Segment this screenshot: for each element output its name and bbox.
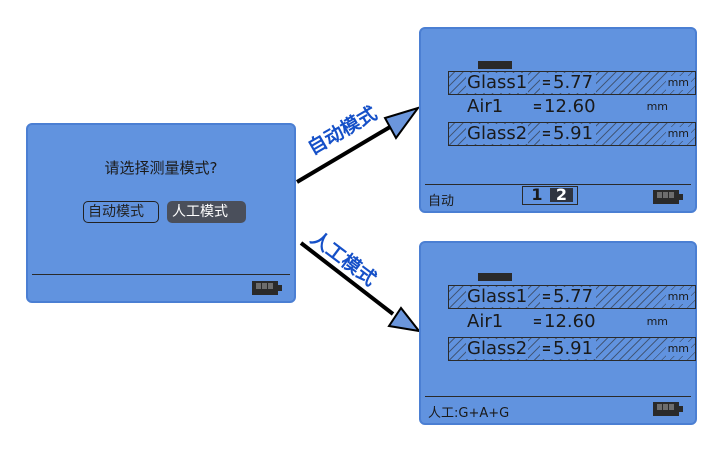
mode-select-screen: 请选择测量模式? 自动模式 人工模式: [26, 123, 296, 303]
auto-mode-button[interactable]: 自动模式: [83, 201, 159, 223]
row-unit: mm: [665, 290, 691, 304]
row-value: 5.77: [550, 287, 597, 307]
row-value: 12.60: [541, 97, 599, 117]
arrow-to-manual-head: [387, 306, 422, 333]
row-label: Air1: [466, 311, 505, 332]
page-indicator-bar: [478, 273, 512, 281]
row-value: 5.77: [550, 73, 597, 93]
measure-row: Glass1 = 5.77 mm: [448, 71, 696, 95]
row-label: Glass2: [466, 338, 529, 359]
measure-row: Air1 = 12.60 mm: [448, 96, 696, 120]
battery-icon: [252, 281, 282, 295]
row-label: Air1: [466, 96, 505, 117]
measure-row: Glass1 = 5.77 mm: [448, 285, 696, 309]
arrow-to-auto: [295, 125, 392, 184]
status-divider: [425, 396, 691, 397]
row-unit: mm: [644, 100, 670, 114]
auto-mode-screen: Glass1 = 5.77 mm Air1 = 12.60 mm Glass2 …: [419, 27, 697, 213]
mode-question: 请选择测量模式?: [104, 159, 218, 177]
row-unit: mm: [665, 127, 691, 141]
battery-icon: [653, 402, 683, 416]
measure-row: Glass2 = 5.91 mm: [448, 122, 696, 146]
row-value: 5.91: [550, 339, 597, 359]
row-unit: mm: [665, 76, 691, 90]
arrow-to-auto-head: [383, 106, 421, 140]
row-label: Glass2: [466, 123, 529, 144]
row-value: 12.60: [541, 312, 599, 332]
measure-row: Glass2 = 5.91 mm: [448, 337, 696, 361]
row-label: Glass1: [466, 286, 529, 307]
row-value: 5.91: [550, 124, 597, 144]
arrow-to-manual: [299, 241, 395, 316]
battery-icon: [653, 190, 683, 204]
status-divider: [32, 274, 290, 275]
mode-status: 自动: [428, 194, 455, 209]
page-indicator-bar: [478, 61, 512, 69]
row-label: Glass1: [466, 72, 529, 93]
row-unit: mm: [644, 315, 670, 329]
mode-status: 人工:G+A+G: [428, 406, 510, 421]
page-selector[interactable]: 1 2: [522, 186, 578, 205]
manual-mode-button[interactable]: 人工模式: [167, 201, 246, 223]
page-2-selected[interactable]: 2: [550, 187, 573, 203]
measure-row: Air1 = 12.60 mm: [448, 311, 696, 335]
row-unit: mm: [665, 342, 691, 356]
manual-mode-screen: Glass1 = 5.77 mm Air1 = 12.60 mm Glass2 …: [419, 241, 697, 425]
status-divider: [425, 184, 691, 185]
page-1[interactable]: 1: [531, 185, 543, 204]
